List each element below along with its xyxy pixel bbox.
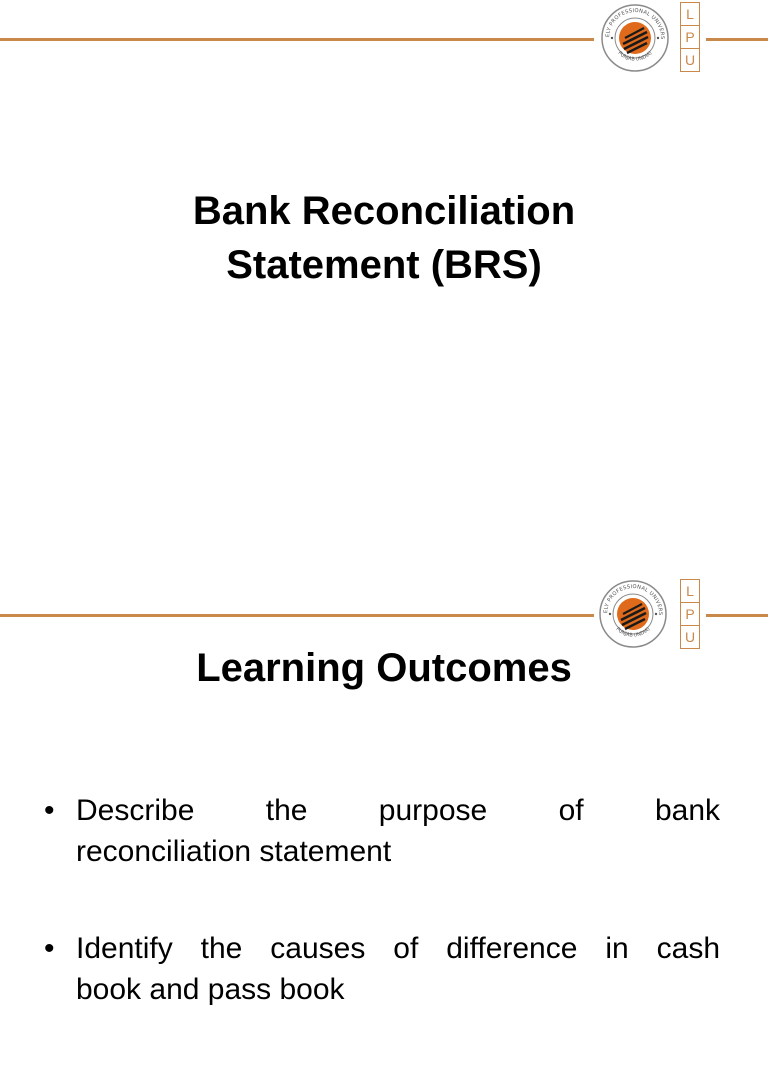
lpu-letter-u: U bbox=[684, 629, 696, 645]
lpu-letter-p: P bbox=[681, 603, 699, 626]
list-item: • Describe the purpose of bank reconcili… bbox=[40, 790, 720, 872]
lpu-letter-p: P bbox=[681, 26, 699, 49]
slide-learning-outcomes: LOVELY PROFESSIONAL UNIVERSITY PUNJAB (I… bbox=[0, 576, 768, 1024]
list-item-text-line-2: reconciliation statement bbox=[76, 835, 392, 868]
list-item-text-line-1: Describe the purpose of bank bbox=[76, 794, 720, 827]
title-line-2: Statement (BRS) bbox=[226, 243, 542, 287]
list-item-text-line-1: Identify the causes of difference in cas… bbox=[76, 932, 720, 965]
bullet-icon: • bbox=[44, 794, 55, 827]
slide-title: LOVELY PROFESSIONAL UNIVERSITY PUNJAB (I… bbox=[0, 2, 768, 292]
title-line-1: Bank Reconciliation bbox=[192, 189, 576, 233]
lpu-logo-box: L P U bbox=[680, 579, 700, 649]
learning-outcomes-list: • Describe the purpose of bank reconcili… bbox=[40, 790, 720, 1066]
lpu-letter-l: L bbox=[681, 3, 699, 26]
list-item-text-line-2: book and pass book bbox=[76, 973, 345, 1006]
list-item: • Identify the causes of difference in c… bbox=[40, 928, 720, 1010]
header-rule-right bbox=[706, 38, 768, 41]
lpu-letter-u: U bbox=[684, 52, 696, 68]
header-rule-left bbox=[0, 614, 594, 617]
slide-title-heading: Bank Reconciliation Statement (BRS) bbox=[0, 184, 768, 292]
bullet-icon: • bbox=[44, 932, 55, 965]
university-seal-logo: LOVELY PROFESSIONAL UNIVERSITY PUNJAB (I… bbox=[598, 579, 667, 648]
lpu-letter-l: L bbox=[681, 580, 699, 603]
university-seal-logo: LOVELY PROFESSIONAL UNIVERSITY PUNJAB (I… bbox=[600, 3, 669, 72]
header-rule-right bbox=[706, 614, 768, 617]
header-rule-left bbox=[0, 38, 594, 41]
learning-outcomes-heading: Learning Outcomes bbox=[196, 646, 572, 690]
lpu-logo-box: L P U bbox=[680, 2, 700, 72]
